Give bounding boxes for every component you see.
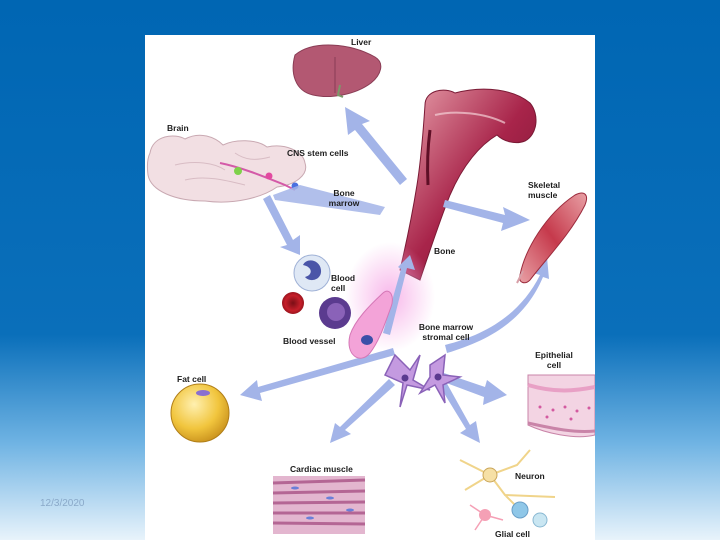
arrow-to-liver bbox=[345, 107, 407, 185]
label-blood-line2: cell bbox=[331, 283, 346, 293]
label-skeletal-line2: muscle bbox=[528, 190, 558, 200]
fat-cell-illustration bbox=[170, 383, 230, 443]
label-blood-line1: Blood bbox=[331, 273, 356, 283]
label-stromal-cell: Bone marrow stromal cell bbox=[411, 322, 481, 342]
label-epithelial-line1: Epithelial bbox=[535, 350, 573, 360]
label-epithelial-cell: Epithelial cell bbox=[531, 350, 577, 370]
stem-cell-diagram: Liver Brain CNS stem cells Bone marrow B… bbox=[145, 35, 595, 540]
label-fat-cell: Fat cell bbox=[177, 374, 207, 384]
liver-illustration bbox=[292, 44, 382, 98]
arrow-to-fat-cell bbox=[240, 348, 395, 401]
label-bone-marrow-line2: marrow bbox=[328, 198, 360, 208]
blood-cells-illustration bbox=[282, 254, 351, 329]
label-cns-stem-cells: CNS stem cells bbox=[287, 148, 349, 158]
label-skeletal-line1: Skeletal bbox=[528, 180, 561, 190]
arrow-to-blood-cell bbox=[263, 195, 300, 255]
label-glial-cell: Glial cell bbox=[495, 529, 530, 539]
label-bone: Bone bbox=[434, 246, 456, 256]
label-bone-marrow: Bone marrow bbox=[321, 188, 367, 208]
label-blood-cell: Blood cell bbox=[331, 273, 355, 293]
arrow-to-neuron bbox=[439, 380, 480, 443]
cardiac-muscle-illustration bbox=[272, 476, 366, 534]
label-brain: Brain bbox=[167, 123, 189, 133]
arrow-from-brain bbox=[273, 185, 385, 215]
label-stromal-line1: Bone marrow bbox=[418, 322, 474, 332]
bone-illustration bbox=[399, 88, 537, 281]
slide-date: 12/3/2020 bbox=[40, 498, 85, 509]
diagram-artwork bbox=[146, 44, 595, 534]
label-bone-marrow-line1: Bone bbox=[333, 188, 355, 198]
epithelial-tissue-illustration bbox=[527, 374, 595, 438]
label-liver: Liver bbox=[351, 37, 372, 47]
label-skeletal-muscle: Skeletal muscle bbox=[528, 180, 560, 200]
arrow-to-skeletal-muscle bbox=[443, 200, 530, 231]
label-epithelial-line2: cell bbox=[546, 360, 562, 370]
label-blood-vessel: Blood vessel bbox=[283, 336, 336, 346]
label-stromal-line2: stromal cell bbox=[422, 332, 470, 342]
arrow-to-blood-vessel bbox=[383, 255, 415, 335]
neuron-glial-illustration bbox=[459, 449, 556, 531]
blood-vessel-cell bbox=[348, 290, 393, 359]
label-neuron: Neuron bbox=[515, 471, 545, 481]
label-cardiac-muscle: Cardiac muscle bbox=[290, 464, 353, 474]
skeletal-muscle-illustration bbox=[516, 192, 588, 284]
stromal-cells-illustration bbox=[383, 353, 463, 408]
arrow-to-cardiac-muscle bbox=[330, 379, 395, 443]
